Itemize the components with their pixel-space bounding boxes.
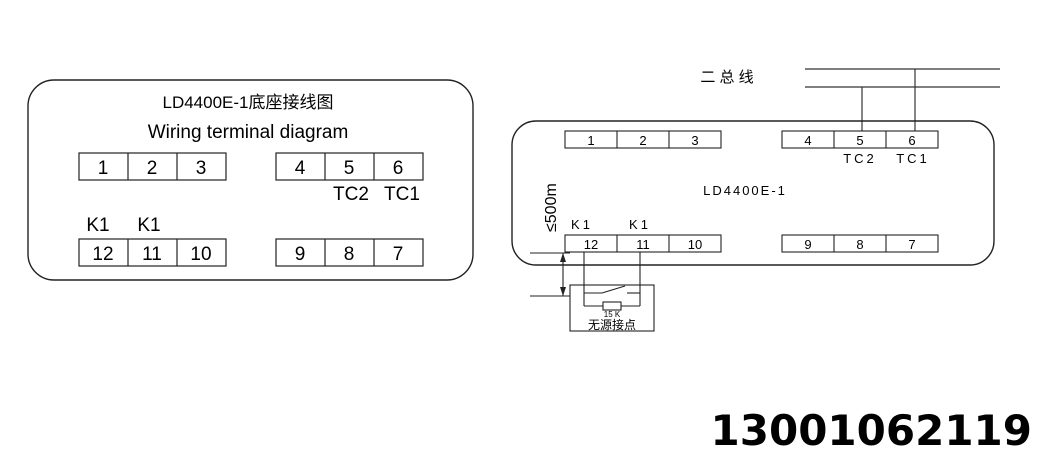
right-terminal-4: 4 [804, 133, 811, 148]
right-terminal-block-4-6: 4 5 6 [781, 130, 939, 149]
bus-lines [805, 68, 1000, 131]
left-terminal-6: 6 [393, 158, 404, 179]
left-terminal-5: 5 [344, 158, 355, 179]
right-terminal-8: 8 [856, 237, 863, 252]
right-terminal-7: 7 [908, 237, 915, 252]
phone-number: 13001062119 [710, 406, 1032, 455]
left-terminal-1: 1 [98, 158, 109, 179]
contact-label: 无源接点 [588, 317, 636, 332]
left-terminal-2: 2 [147, 158, 158, 179]
left-label-k1-b: K1 [137, 215, 160, 236]
left-terminal-9: 9 [295, 244, 306, 265]
left-terminal-12: 12 [92, 244, 113, 265]
left-label-tc2: TC2 [333, 184, 369, 205]
left-terminal-11: 11 [142, 244, 162, 265]
distance-label: ≤500m [543, 183, 560, 232]
left-terminal-block-12-10: 12 11 10 [78, 238, 227, 267]
left-terminal-block-4-6: 4 5 6 [275, 152, 424, 181]
left-panel-outline [27, 79, 474, 281]
right-terminal-10: 10 [688, 237, 702, 252]
right-terminal-11: 11 [636, 237, 650, 252]
right-panel-outline [511, 120, 995, 266]
right-terminal-block-9-7: 9 8 7 [781, 234, 939, 253]
right-terminal-block-12-10: 12 11 10 [564, 234, 722, 253]
distance-dimension [530, 252, 570, 297]
right-terminal-1: 1 [587, 133, 594, 148]
left-title-cn: LD4400E-1底座接线图 [162, 93, 333, 112]
left-terminal-block-9-7: 9 8 7 [275, 238, 424, 267]
right-terminal-12: 12 [584, 237, 598, 252]
right-terminal-block-1-3: 1 2 3 [564, 130, 722, 149]
left-terminal-4: 4 [295, 158, 306, 179]
left-terminal-10: 10 [190, 244, 211, 265]
resistor-label: 15 K [604, 310, 621, 319]
dry-contact-circuit [569, 252, 655, 332]
left-label-k1-a: K1 [86, 215, 109, 236]
right-terminal-9: 9 [804, 237, 811, 252]
right-label-tc2: TC2 [843, 151, 877, 166]
left-terminal-3: 3 [196, 158, 207, 179]
right-label-tc1: TC1 [896, 151, 930, 166]
left-terminal-block-1-3: 1 2 3 [78, 152, 227, 181]
right-terminal-5: 5 [856, 133, 863, 148]
right-label-k1-a: K1 [571, 217, 593, 232]
left-title-en: Wiring terminal diagram [148, 122, 349, 143]
resistor-symbol [602, 301, 622, 311]
right-label-k1-b: K1 [629, 217, 651, 232]
right-terminal-3: 3 [691, 133, 698, 148]
left-label-tc1: TC1 [384, 184, 420, 205]
right-terminal-2: 2 [639, 133, 646, 148]
right-model-label: LD4400E-1 [703, 183, 787, 198]
left-terminal-8: 8 [344, 244, 355, 265]
left-terminal-7: 7 [393, 244, 404, 265]
right-terminal-6: 6 [908, 133, 915, 148]
bus-label: 二 总 线 [700, 69, 753, 86]
